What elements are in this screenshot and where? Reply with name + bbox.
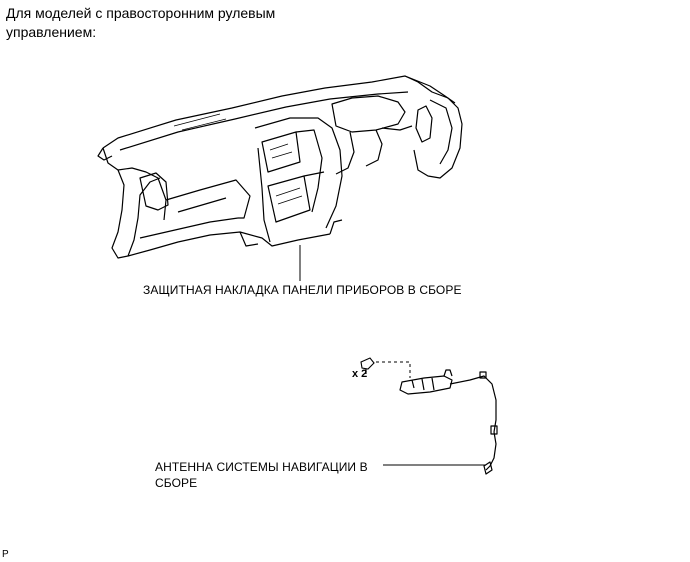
clip-icon — [360, 357, 375, 374]
page-title: Для моделей с правосторонним рулевым упр… — [6, 5, 276, 40]
fastener-dashed-line — [370, 361, 411, 378]
antenna-drawing — [399, 369, 498, 475]
instrument-panel-label: ЗАЩИТНАЯ НАКЛАДКА ПАНЕЛИ ПРИБОРОВ В СБОР… — [143, 283, 462, 297]
antenna-label: АНТЕННА СИСТЕМЫ НАВИГАЦИИ В СБОРЕ — [155, 460, 368, 490]
figure-code: P — [2, 549, 9, 560]
instrument-panel-drawing — [97, 75, 463, 259]
fastener-quantity: x 2 — [352, 368, 368, 380]
